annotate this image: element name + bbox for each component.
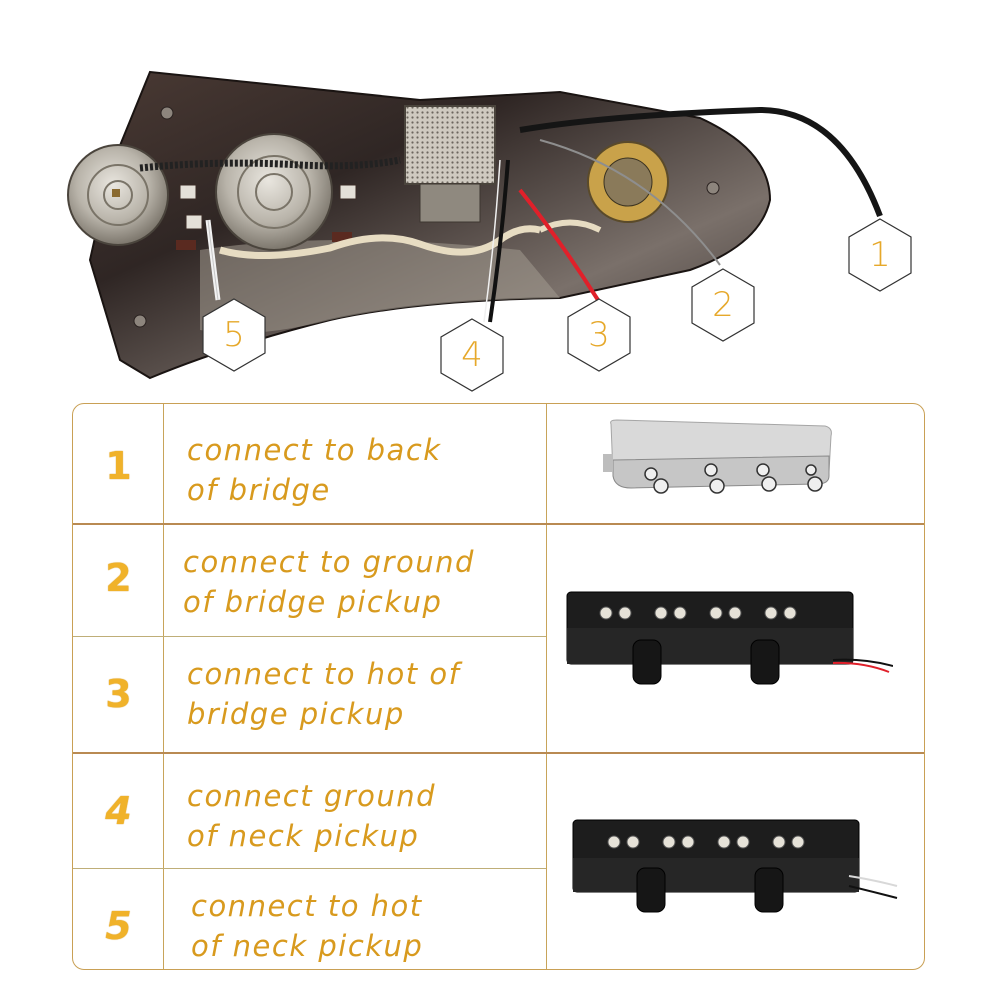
legend-text-2-line2: of bridge pickup <box>183 585 443 619</box>
row-divider <box>73 636 546 637</box>
legend-number-2: 2 <box>105 556 132 600</box>
legend-number-5: 5 <box>105 904 132 948</box>
legend-number-3: 3 <box>105 672 132 716</box>
bridge-image <box>603 418 843 512</box>
wire-1-bridge-ground <box>519 106 883 218</box>
hexagon-icon <box>440 318 504 392</box>
wire-2-bridge-pickup-ground <box>539 139 721 266</box>
callout-4-label: 4 <box>461 335 483 375</box>
callout-2-label: 2 <box>712 285 734 325</box>
legend-text-4-line1: connect ground <box>187 779 437 813</box>
pickup-lead-red <box>832 661 890 673</box>
wire-3-bridge-pickup-hot <box>518 188 600 302</box>
pickup-lead-black <box>832 658 894 667</box>
callout-4: 4 <box>440 318 504 392</box>
row-divider <box>73 752 924 754</box>
column-divider-1 <box>163 404 164 969</box>
callout-3-label: 3 <box>588 315 610 355</box>
wire-4-neck-pickup-ground <box>488 159 510 323</box>
row-divider <box>73 523 924 525</box>
legend-number-4: 4 <box>105 789 132 833</box>
callout-3: 3 <box>567 298 631 372</box>
hexagon-icon <box>567 298 631 372</box>
row-divider <box>73 868 546 869</box>
legend-text-3: connect to hot of bridge pickup <box>187 654 460 734</box>
legend-text-4-line2: of neck pickup <box>187 819 420 853</box>
legend-text-5: connect to hot of neck pickup <box>191 886 423 966</box>
legend-text-5-line2: of neck pickup <box>191 929 424 963</box>
legend-number-1: 1 <box>105 444 132 488</box>
hexagon-icon <box>848 218 912 292</box>
legend-text-3-line1: connect to hot of <box>187 657 461 691</box>
callout-2: 2 <box>691 268 755 342</box>
hexagon-icon <box>202 298 266 372</box>
legend-text-2-line1: connect to ground <box>183 545 475 579</box>
bridge-pickup-image <box>563 588 894 702</box>
callout-5: 5 <box>202 298 266 372</box>
callout-5-label: 5 <box>223 315 245 355</box>
legend-text-3-line2: bridge pickup <box>187 697 405 731</box>
pickup-lead-white <box>848 875 898 887</box>
callout-1: 1 <box>848 218 912 292</box>
wiring-legend-table: 1 connect to back of bridge 2 connect to… <box>72 403 925 970</box>
control-plate-illustration <box>67 70 883 380</box>
legend-text-2: connect to ground of bridge pickup <box>183 542 475 622</box>
legend-text-1: connect to back of bridge <box>187 430 442 510</box>
legend-text-1-line2: of bridge <box>187 473 331 507</box>
legend-text-1-line1: connect to back <box>187 433 442 467</box>
neck-pickup-image <box>569 814 899 928</box>
hexagon-icon <box>691 268 755 342</box>
callout-1-label: 1 <box>869 235 891 275</box>
legend-text-5-line1: connect to hot <box>191 889 423 923</box>
pickup-lead-black <box>848 885 898 899</box>
legend-text-4: connect ground of neck pickup <box>187 776 436 856</box>
control-plate-photo: 1 2 3 4 5 <box>0 0 1001 400</box>
column-divider-2 <box>546 404 547 969</box>
